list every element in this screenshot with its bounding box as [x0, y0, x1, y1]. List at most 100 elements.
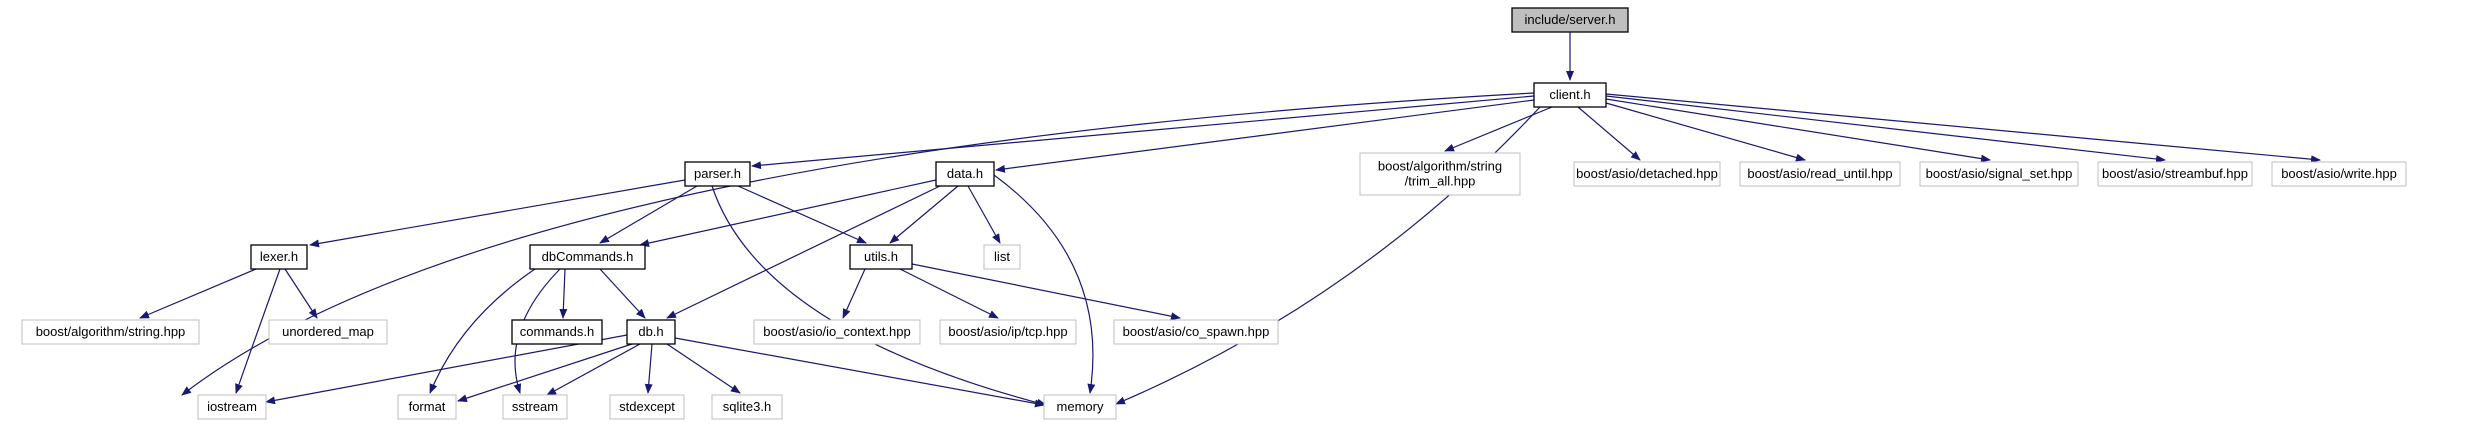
node-box-signal_set [1919, 161, 2079, 187]
node-box-trim_all [1359, 152, 1521, 196]
edge-client-to-iostream [181, 92, 1535, 396]
edge-db-to-sqlite3 [666, 343, 741, 394]
edge-utils-to-io_context [842, 268, 866, 319]
node-box-data [935, 161, 995, 187]
node-utils[interactable]: utils.h [849, 244, 913, 270]
node-label-utils: utils.h [864, 249, 898, 264]
node-iostream[interactable]: iostream [197, 394, 267, 420]
edge-data-to-list [967, 185, 1001, 244]
node-label-trim_all: /trim_all.hpp [1405, 174, 1476, 189]
node-label-write: boost/asio/write.hpp [2281, 166, 2397, 181]
edge-utils-to-tcp [899, 268, 999, 319]
edge-client-to-data [995, 99, 1535, 173]
node-label-commands: commands.h [520, 324, 594, 339]
node-tcp[interactable]: boost/asio/ip/tcp.hpp [939, 319, 1077, 345]
node-db[interactable]: db.h [626, 319, 676, 345]
node-alg_string[interactable]: boost/algorithm/string.hpp [21, 319, 200, 345]
node-box-alg_string [21, 319, 200, 345]
edges-layer [139, 32, 2321, 408]
node-label-data: data.h [947, 166, 983, 181]
node-box-db [626, 319, 676, 345]
node-io_context[interactable]: boost/asio/io_context.hpp [753, 319, 921, 345]
node-trim_all[interactable]: boost/algorithm/string/trim_all.hpp [1359, 152, 1521, 196]
node-commands[interactable]: commands.h [511, 319, 603, 345]
edge-lexer-to-unordered_map [284, 268, 318, 319]
node-dbCommands[interactable]: dbCommands.h [529, 244, 646, 270]
node-label-trim_all: boost/algorithm/string [1378, 159, 1502, 174]
edge-lexer-to-alg_string [139, 268, 257, 319]
edge-client-to-detached [1577, 106, 1641, 161]
edge-dbCommands-to-db [599, 268, 646, 319]
node-box-sstream [502, 394, 568, 420]
node-write[interactable]: boost/asio/write.hpp [2271, 161, 2407, 187]
node-sstream[interactable]: sstream [502, 394, 568, 420]
node-client[interactable]: client.h [1533, 82, 1607, 108]
node-format[interactable]: format [397, 394, 457, 420]
node-data[interactable]: data.h [935, 161, 995, 187]
edge-data-to-dbCommands [639, 179, 937, 247]
node-sqlite3[interactable]: sqlite3.h [711, 394, 783, 420]
node-box-streambuf [2097, 161, 2253, 187]
edge-db-to-stdexcept [644, 343, 653, 394]
node-label-db: db.h [638, 324, 663, 339]
edge-client-to-trim_all [1444, 106, 1553, 152]
edge-lexer-to-iostream [235, 268, 281, 394]
node-label-io_context: boost/asio/io_context.hpp [763, 324, 910, 339]
edge-data-to-db [666, 185, 941, 319]
node-box-tcp [939, 319, 1077, 345]
node-label-format: format [409, 399, 446, 414]
edge-client-to-write [1605, 93, 2321, 164]
node-box-iostream [197, 394, 267, 420]
node-co_spawn[interactable]: boost/asio/co_spawn.hpp [1113, 319, 1279, 345]
node-parser[interactable]: parser.h [684, 161, 751, 187]
node-label-sqlite3: sqlite3.h [723, 399, 771, 414]
node-box-list [983, 244, 1021, 270]
node-box-parser [684, 161, 751, 187]
node-detached[interactable]: boost/asio/detached.hpp [1573, 161, 1721, 187]
node-box-server [1511, 7, 1629, 33]
node-label-memory: memory [1057, 399, 1104, 414]
node-label-read_until: boost/asio/read_until.hpp [1747, 166, 1892, 181]
edge-dbCommands-to-format [429, 268, 536, 394]
node-label-list: list [994, 249, 1010, 264]
node-box-io_context [753, 319, 921, 345]
node-label-alg_string: boost/algorithm/string.hpp [36, 324, 186, 339]
node-memory[interactable]: memory [1043, 394, 1117, 420]
node-signal_set[interactable]: boost/asio/signal_set.hpp [1919, 161, 2079, 187]
edge-data-to-utils [889, 185, 959, 244]
node-box-co_spawn [1113, 319, 1279, 345]
node-unordered_map[interactable]: unordered_map [268, 319, 388, 345]
node-box-write [2271, 161, 2407, 187]
node-label-lexer: lexer.h [260, 249, 298, 264]
node-list[interactable]: list [983, 244, 1021, 270]
edge-dbCommands-to-commands [559, 268, 568, 319]
node-box-client [1533, 82, 1607, 108]
node-label-dbCommands: dbCommands.h [542, 249, 634, 264]
node-label-detached: boost/asio/detached.hpp [1576, 166, 1718, 181]
node-label-unordered_map: unordered_map [282, 324, 374, 339]
node-box-format [397, 394, 457, 420]
edge-client-to-streambuf [1605, 95, 2166, 163]
node-server[interactable]: include/server.h [1511, 7, 1629, 33]
edge-client-to-memory [1115, 106, 1541, 405]
node-read_until[interactable]: boost/asio/read_until.hpp [1739, 161, 1901, 187]
node-box-dbCommands [529, 244, 646, 270]
node-label-client: client.h [1549, 87, 1590, 102]
edge-db-to-iostream [265, 334, 628, 405]
node-box-memory [1043, 394, 1117, 420]
node-lexer[interactable]: lexer.h [250, 244, 308, 270]
edge-parser-to-dbCommands [599, 185, 698, 244]
node-stdexcept[interactable]: stdexcept [609, 394, 685, 420]
node-box-sqlite3 [711, 394, 783, 420]
edge-db-to-format [457, 343, 633, 402]
node-label-signal_set: boost/asio/signal_set.hpp [1926, 166, 2073, 181]
node-streambuf[interactable]: boost/asio/streambuf.hpp [2097, 161, 2253, 187]
node-label-iostream: iostream [207, 399, 257, 414]
nodes-layer: include/server.h client.h parser.h data.h bo… [21, 7, 2407, 420]
edge-data-to-memory [993, 174, 1096, 394]
node-box-detached [1573, 161, 1721, 187]
node-box-utils [849, 244, 913, 270]
node-box-read_until [1739, 161, 1901, 187]
node-box-unordered_map [268, 319, 388, 345]
